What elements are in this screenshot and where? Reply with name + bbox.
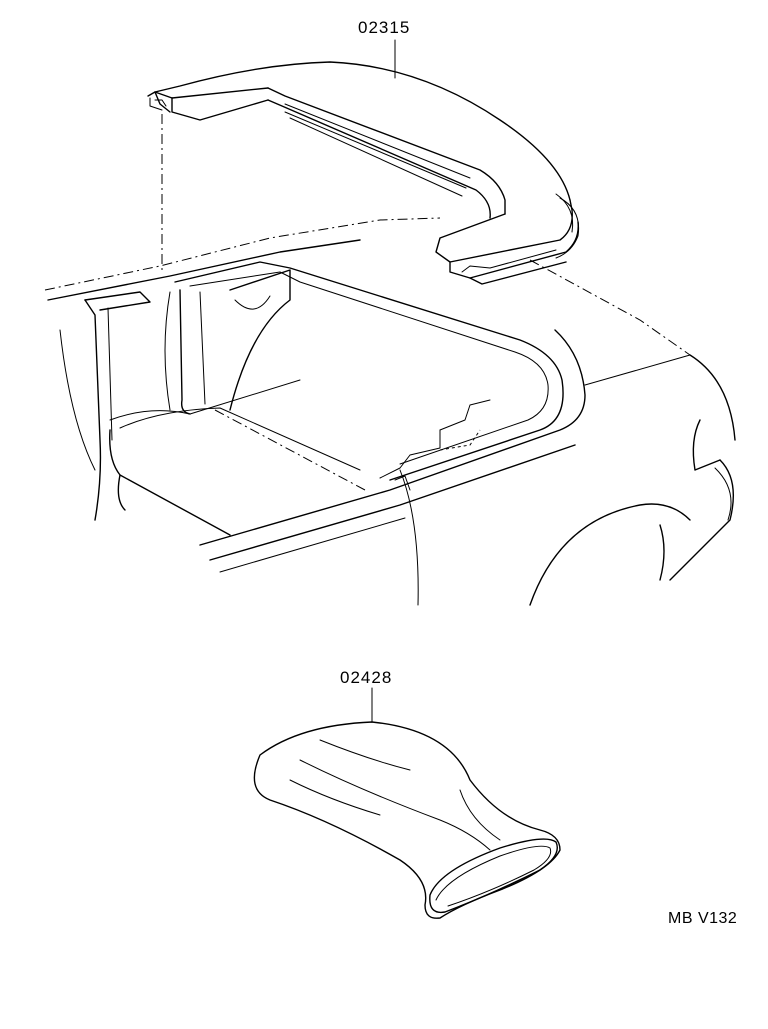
part-label-02315: 02315 — [358, 18, 411, 37]
roll-bar-cover — [147, 61, 580, 285]
diagram-code: MB V132 — [668, 910, 738, 927]
part-label-02428: 02428 — [340, 668, 393, 687]
car-body — [44, 217, 736, 606]
storage-bag — [253, 721, 561, 919]
